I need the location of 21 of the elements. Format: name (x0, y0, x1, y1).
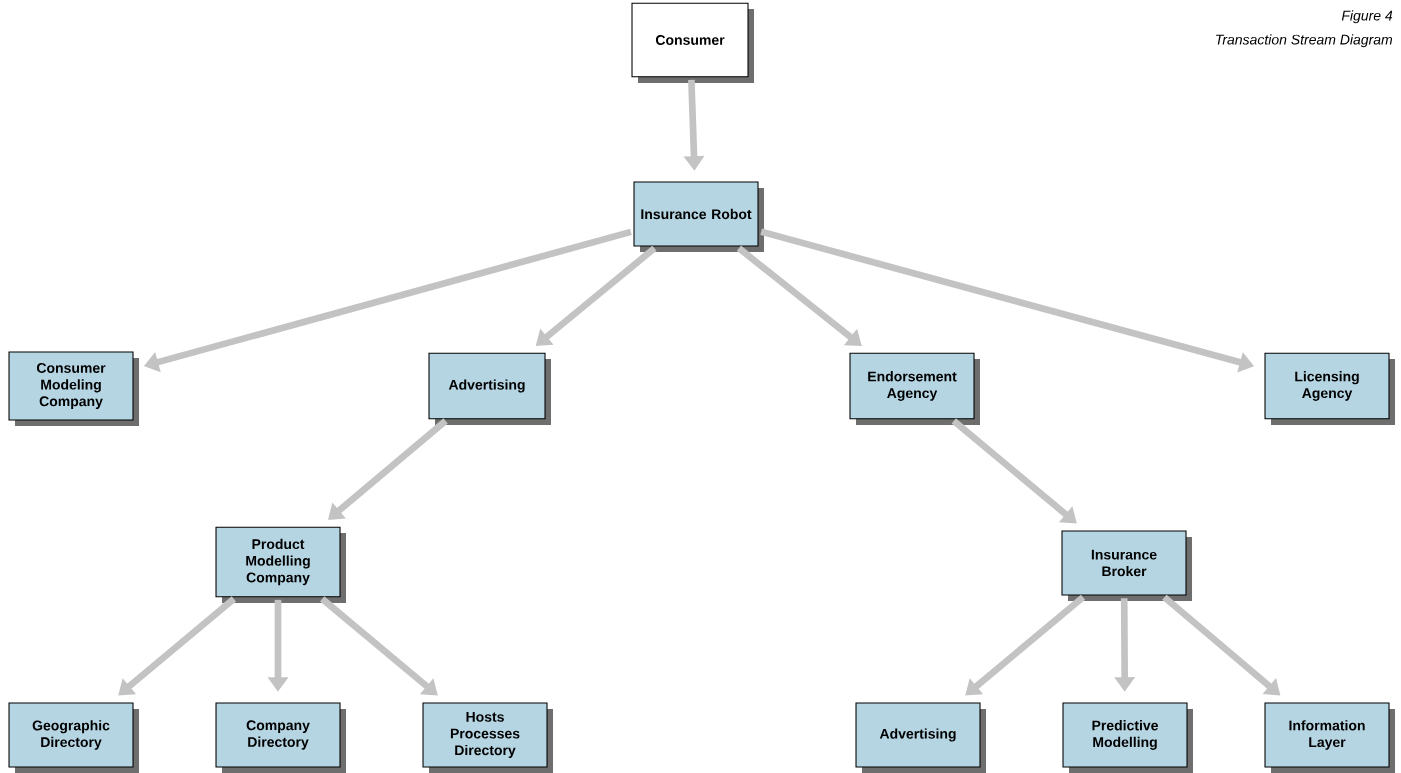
process-box: Information Layer (1264, 702, 1395, 773)
figure-number: Figure 4 (1341, 10, 1393, 24)
arrow (320, 596, 438, 696)
title: Transaction Stream Diagram (1216, 34, 1393, 48)
arrow (965, 594, 1086, 696)
process-box: Predictive Modelling (1062, 702, 1193, 773)
process-box: Advertising (428, 352, 551, 425)
process-box: Hosts Processes Directory (422, 702, 553, 773)
process-box: Insurance Broker (1061, 530, 1192, 601)
process-box: Consumer Modeling Company (8, 351, 139, 426)
process-box: Geographic Directory (8, 702, 139, 773)
process-box: Licensing Agency (1264, 352, 1395, 425)
process-box: Advertising (855, 702, 986, 773)
arrow (328, 418, 448, 520)
process-box: Product Modelling Company (215, 526, 346, 603)
arrow (118, 596, 236, 696)
process-box: Insurance Robot (633, 181, 764, 252)
arrow (951, 418, 1077, 524)
process-box: Company Directory (215, 702, 346, 773)
process-box: Consumer (631, 2, 754, 83)
process-box: Endorsement Agency (849, 352, 980, 425)
